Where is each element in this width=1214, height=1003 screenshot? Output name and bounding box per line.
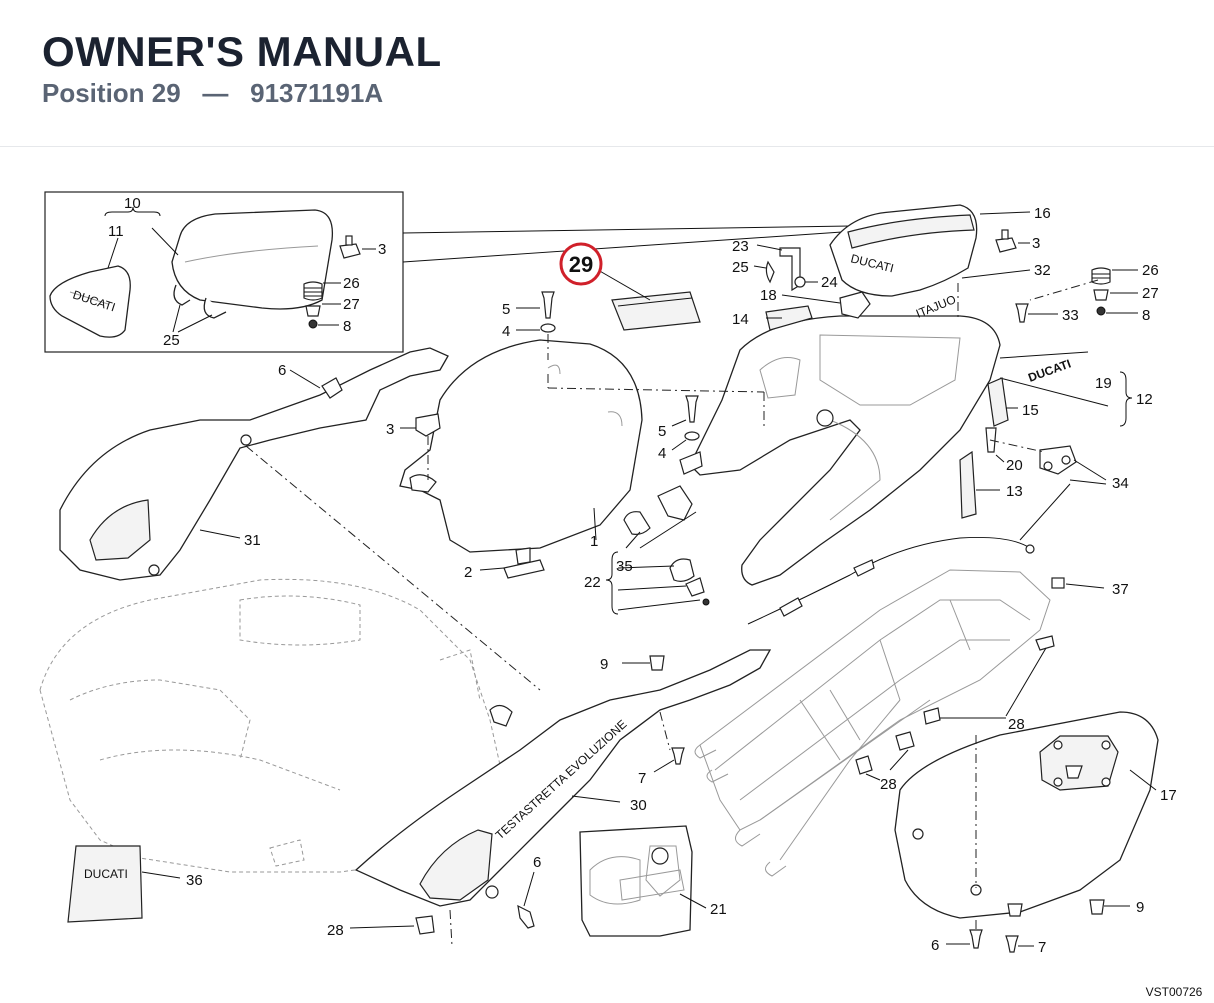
seat-bolt-2 (479, 547, 545, 579)
latch-18-14 (765, 291, 871, 331)
label-36: 36 (186, 872, 203, 889)
bracket-23 (753, 244, 818, 292)
label-13: 13 (1006, 483, 1023, 500)
label-26-inset: 26 (343, 275, 360, 292)
label-4-mid: 4 (658, 445, 666, 462)
label-7-center: 7 (638, 770, 646, 787)
highlight-ring (559, 242, 603, 286)
seat-fastener-3 (995, 229, 1030, 253)
label-22: 22 (584, 574, 601, 591)
label-3-seat: 3 (386, 421, 394, 438)
label-3-inset: 3 (378, 241, 386, 258)
label-28-bottom: 28 (327, 922, 344, 939)
label-32: 32 (1034, 262, 1051, 279)
rear-subframe (694, 569, 1105, 877)
booklet-36: DUCATI (67, 845, 181, 923)
label-28-right-lower: 28 (880, 776, 897, 793)
label-18: 18 (760, 287, 777, 304)
subtitle-dash: — (202, 78, 229, 108)
svg-text:DUCATI: DUCATI (1026, 356, 1073, 384)
label-23: 23 (732, 238, 749, 255)
label-19: 19 (1095, 375, 1112, 392)
label-35: 35 (616, 558, 633, 575)
label-6-upper: 6 (278, 362, 286, 379)
bottom-right-screws (946, 899, 1130, 953)
label-10: 10 (124, 195, 141, 212)
side-panels-15-13 (959, 377, 1107, 541)
label-25-right: 25 (732, 259, 749, 276)
label-12: 12 (1136, 391, 1153, 408)
part-labels: 10 11 3 26 27 8 25 16 3 23 25 24 32 26 2… (108, 195, 1177, 956)
label-2: 2 (464, 564, 472, 581)
label-27-inset: 27 (343, 296, 360, 313)
inset-passenger-seat-cover: DUCATI (44, 191, 851, 353)
label-1: 1 (590, 533, 598, 550)
label-4-seat: 4 (502, 323, 510, 340)
label-8-right: 8 (1142, 307, 1150, 324)
label-27-right: 27 (1142, 285, 1159, 302)
fuel-tank-outline (39, 578, 511, 873)
highlight-marker-29[interactable]: 29 (559, 242, 603, 286)
screw-33 (1015, 303, 1058, 323)
right-side-panel-17 (894, 711, 1159, 919)
seat-1 (399, 339, 765, 553)
under-seat-tray-21 (579, 825, 707, 937)
label-26-right: 26 (1142, 262, 1159, 279)
tail-fairing-12: ITAJUO DUCATI (689, 292, 1133, 586)
bolt-9-7-center (622, 655, 685, 773)
label-34: 34 (1112, 475, 1129, 492)
label-11: 11 (108, 223, 124, 240)
seat-release-cable (747, 536, 1035, 625)
svg-text:DUCATI: DUCATI (84, 867, 128, 881)
position-29-part (597, 269, 701, 331)
label-25-inset: 25 (163, 332, 180, 349)
label-5-seat: 5 (502, 301, 510, 318)
clips-28-right (855, 635, 1055, 781)
highlight-label: 29 (569, 252, 593, 277)
position-label: Position 29 (42, 78, 181, 108)
label-20: 20 (1006, 457, 1023, 474)
label-3-right: 3 (1032, 235, 1040, 252)
bolt-5-4-b (671, 395, 703, 475)
header: OWNER'S MANUAL Position 29 — 91371191A (0, 0, 1214, 147)
label-16: 16 (1034, 205, 1051, 222)
label-9-center: 9 (600, 656, 608, 673)
page-title: OWNER'S MANUAL (42, 28, 442, 75)
page-subtitle: Position 29 — 91371191A (42, 78, 383, 109)
label-6-right: 6 (931, 937, 939, 954)
label-24: 24 (821, 274, 838, 291)
label-21: 21 (710, 901, 727, 918)
label-8-inset: 8 (343, 318, 351, 335)
right-spring-group (1029, 267, 1138, 316)
label-17: 17 (1160, 787, 1177, 804)
clip-3-seat (400, 413, 441, 480)
label-30: 30 (630, 797, 647, 814)
label-6-lower: 6 (533, 854, 541, 871)
bolt-6-upper (289, 369, 343, 399)
main-seat-16: DUCATI (829, 204, 1031, 297)
label-33: 33 (1062, 307, 1079, 324)
label-7-right: 7 (1038, 939, 1046, 956)
label-37: 37 (1112, 581, 1129, 598)
left-side-cover-31 (59, 347, 541, 691)
lock-assembly-22 (605, 485, 710, 615)
label-9-right: 9 (1136, 899, 1144, 916)
label-5-mid: 5 (658, 423, 666, 440)
label-28-right-upper: 28 (1008, 716, 1025, 733)
part-number: 91371191A (250, 78, 384, 108)
label-14: 14 (732, 311, 749, 328)
bottom-left-fasteners (349, 871, 535, 947)
bolt-5-4-a (516, 291, 556, 360)
figure-code: VST00726 (1146, 985, 1203, 999)
label-15: 15 (1022, 402, 1039, 419)
label-31: 31 (244, 532, 261, 549)
